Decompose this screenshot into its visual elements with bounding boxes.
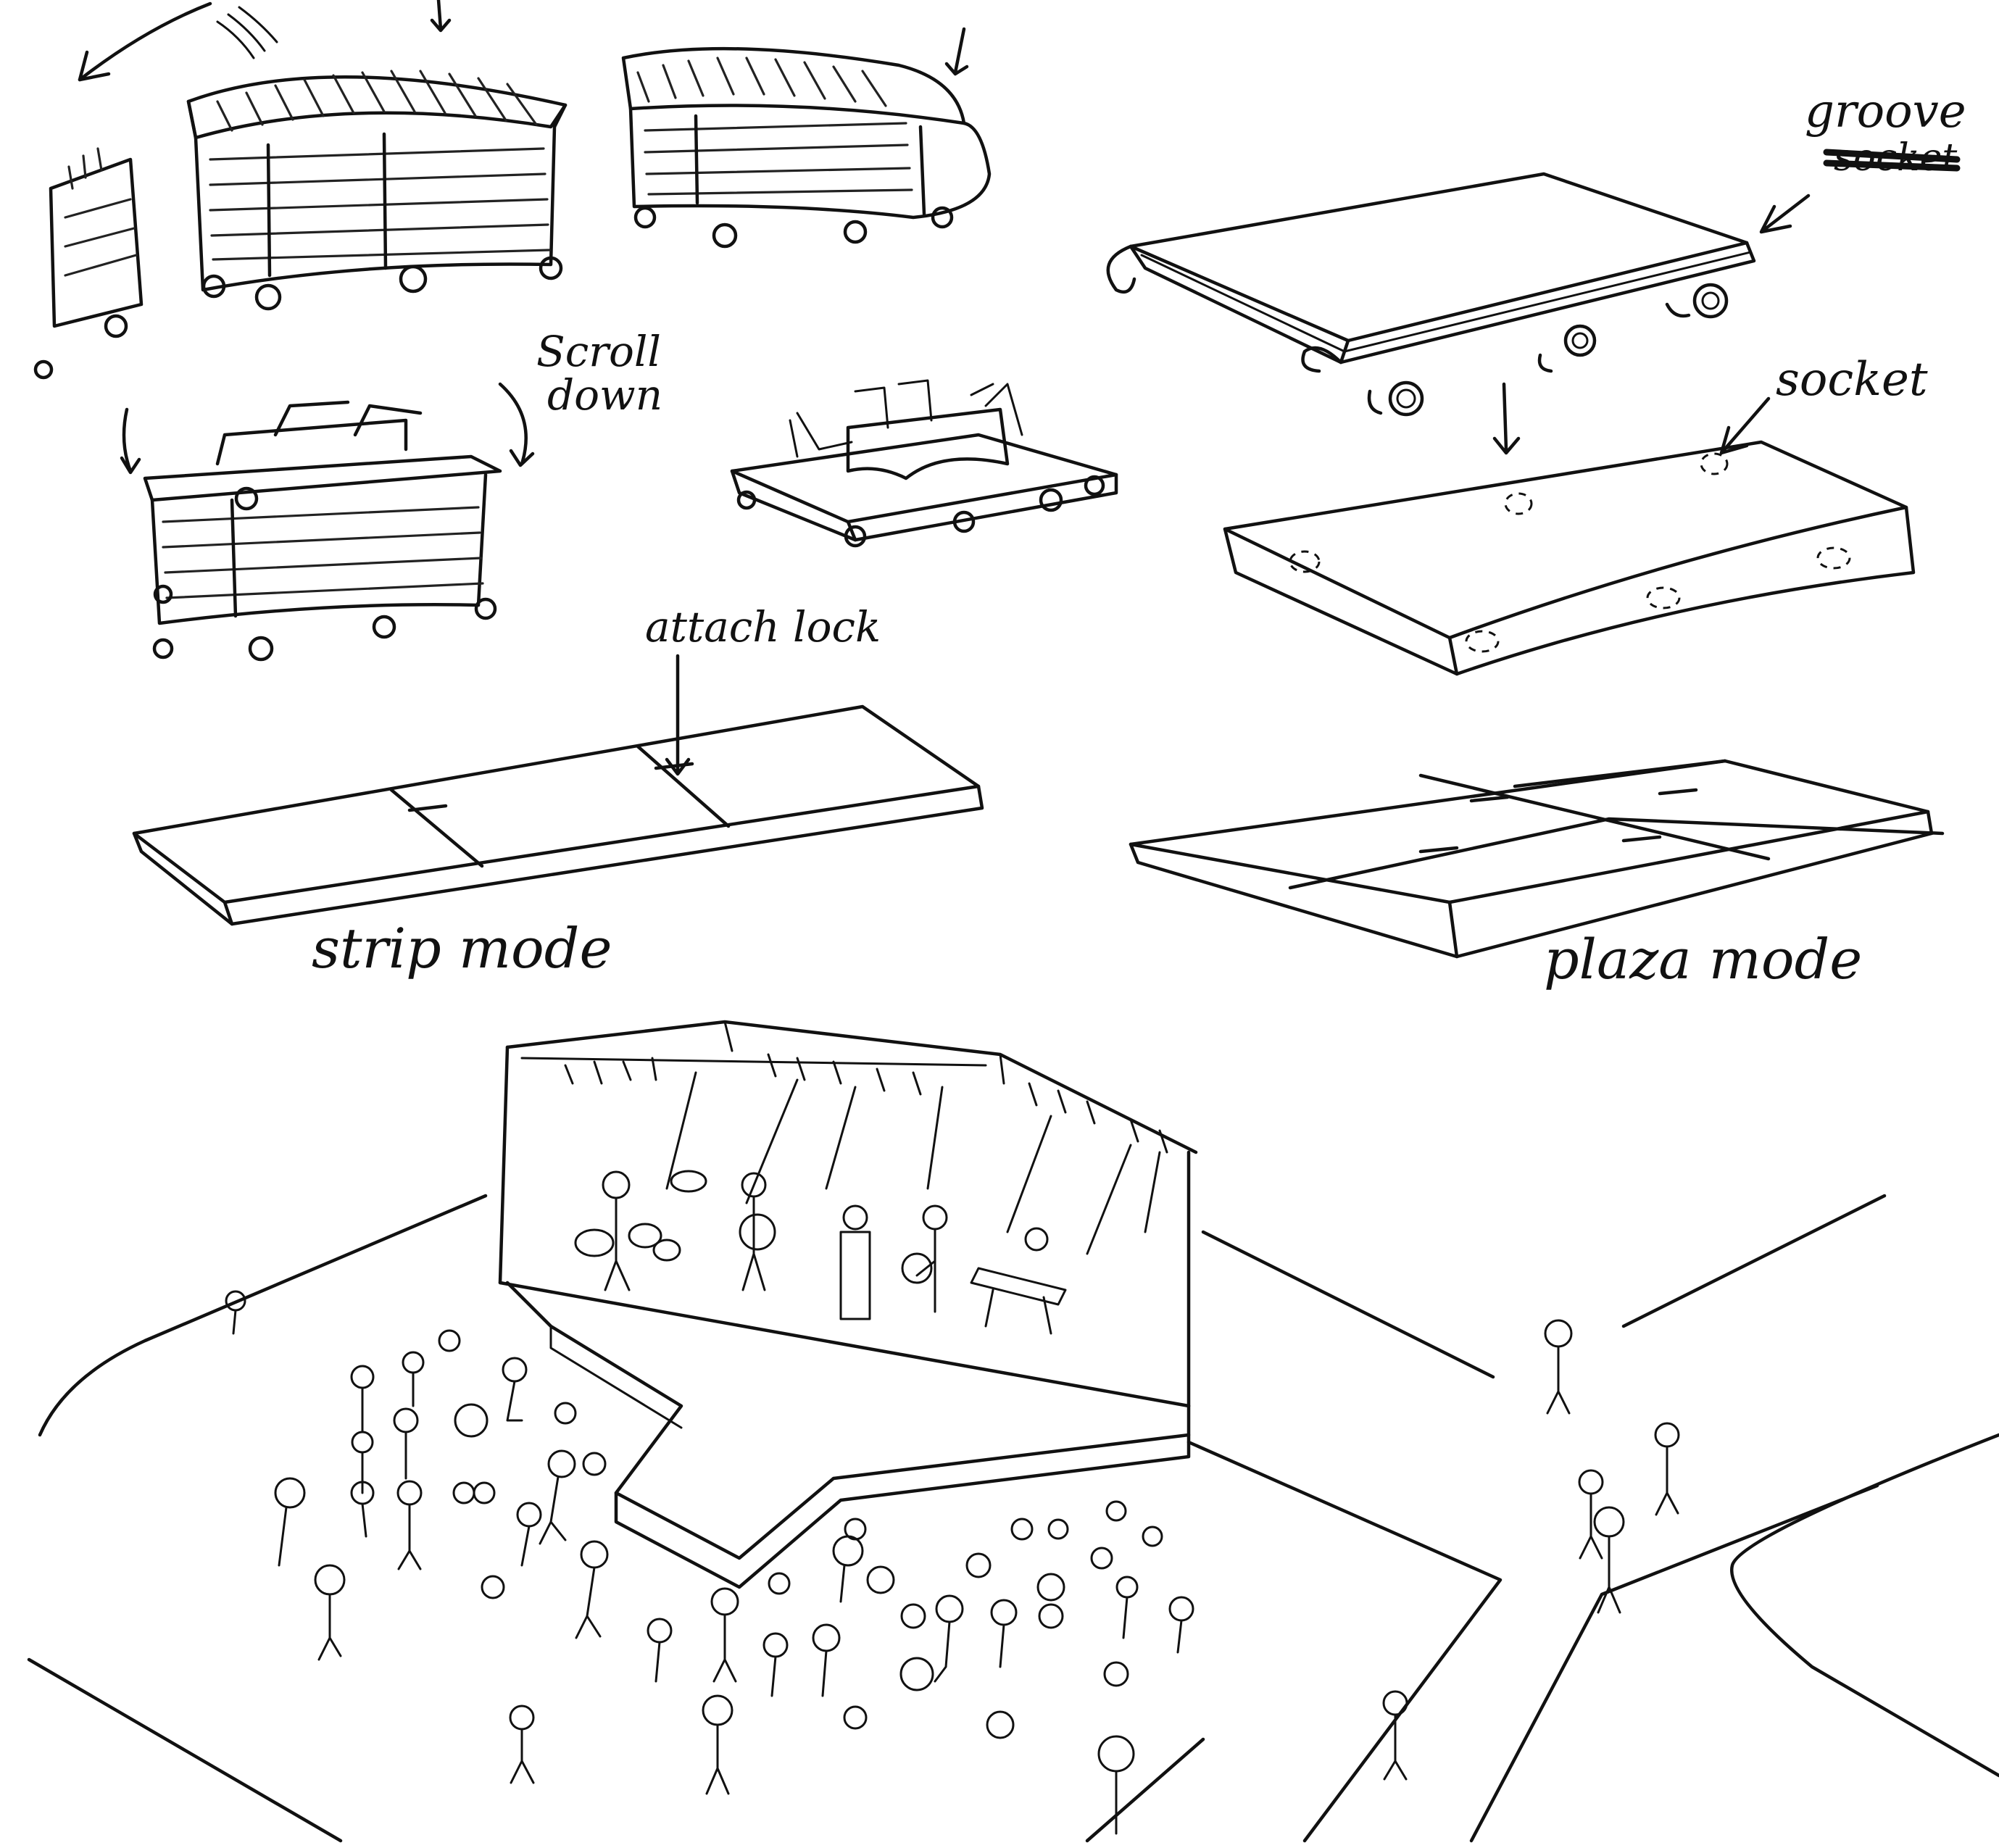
socket-label: socket xyxy=(1776,353,1928,407)
strip-mode-platform xyxy=(134,707,982,924)
platform-with-table xyxy=(732,380,1116,546)
motion-arrow xyxy=(80,4,277,80)
partial-cart-left xyxy=(36,149,141,378)
scroll-down-label-2: down xyxy=(547,370,662,420)
socket-panel xyxy=(1225,442,1913,674)
groove-label: groove xyxy=(1805,85,1966,138)
strip-mode-label: strip mode xyxy=(312,916,612,981)
groove-pointer xyxy=(1761,196,1808,232)
arrow-down-3 xyxy=(1495,384,1518,453)
plaza-mode-label: plaza mode xyxy=(1544,927,1862,991)
cart-closed-2 xyxy=(623,49,989,246)
cart-scroll-open xyxy=(122,384,533,659)
groove-panel xyxy=(1108,174,1754,415)
arrow-down-1 xyxy=(432,0,449,30)
attach-lock-label: attach lock xyxy=(645,602,881,652)
attach-lock-pointer xyxy=(667,656,689,774)
arrow-down-2 xyxy=(947,29,967,74)
scroll-down-label-1: Scroll xyxy=(536,327,661,376)
socket-pointer xyxy=(1721,399,1769,453)
stage-structure xyxy=(500,1022,1196,1587)
cart-closed-1 xyxy=(188,71,565,309)
